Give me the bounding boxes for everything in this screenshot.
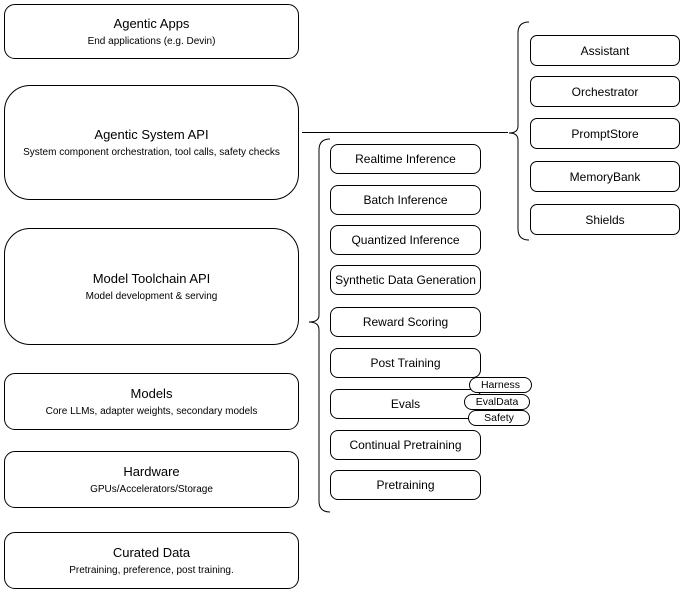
node-label: Shields — [585, 212, 625, 227]
tag-harness: Harness — [469, 377, 532, 393]
node-agentic-apps: Agentic Apps End applications (e.g. Devi… — [4, 4, 299, 59]
node-label: Reward Scoring — [362, 315, 449, 329]
node-title: Curated Data — [112, 544, 191, 560]
node-subtitle: Core LLMs, adapter weights, secondary mo… — [45, 405, 258, 417]
middle-group-bracket — [308, 138, 331, 513]
node-pretraining: Pretraining — [330, 470, 481, 500]
node-title: Model Toolchain API — [92, 270, 211, 286]
node-label: Realtime Inference — [355, 152, 456, 166]
node-title: Agentic Apps — [113, 15, 190, 31]
node-promptstore: PromptStore — [530, 118, 680, 149]
node-title: Hardware — [123, 463, 180, 479]
node-subtitle: GPUs/Accelerators/Storage — [90, 483, 213, 495]
node-batch-inference: Batch Inference — [330, 185, 481, 215]
node-continual-pretraining: Continual Pretraining — [330, 430, 481, 460]
node-assistant: Assistant — [530, 35, 680, 66]
node-label: Evals — [390, 397, 421, 411]
node-label: Synthetic Data Generation — [335, 273, 476, 287]
node-models: Models Core LLMs, adapter weights, secon… — [4, 373, 299, 430]
node-subtitle: System component orchestration, tool cal… — [23, 146, 280, 158]
right-group-bracket — [508, 21, 530, 241]
tag-label: Harness — [480, 379, 521, 391]
node-agentic-system-api: Agentic System API System component orch… — [4, 85, 299, 200]
node-curated-data: Curated Data Pretraining, preference, po… — [4, 532, 299, 589]
node-subtitle: Model development & serving — [85, 290, 218, 302]
node-title: Agentic System API — [94, 126, 209, 142]
node-subtitle: Pretraining, preference, post training. — [69, 564, 234, 576]
node-label: MemoryBank — [569, 169, 641, 184]
node-realtime-inference: Realtime Inference — [330, 144, 481, 174]
node-memorybank: MemoryBank — [530, 161, 680, 192]
node-label: Pretraining — [376, 478, 435, 492]
node-label: PromptStore — [571, 126, 639, 141]
node-label: Continual Pretraining — [349, 438, 462, 452]
node-evals: Evals — [330, 389, 481, 419]
tag-label: Safety — [484, 412, 514, 424]
node-shields: Shields — [530, 204, 680, 235]
node-reward-scoring: Reward Scoring — [330, 307, 481, 337]
node-label: Assistant — [580, 43, 630, 58]
node-label: Quantized Inference — [351, 233, 460, 247]
tag-label: EvalData — [475, 396, 519, 408]
node-quantized-inference: Quantized Inference — [330, 225, 481, 255]
node-subtitle: End applications (e.g. Devin) — [87, 35, 216, 47]
node-title: Models — [130, 385, 173, 401]
node-hardware: Hardware GPUs/Accelerators/Storage — [4, 451, 299, 508]
node-post-training: Post Training — [330, 348, 481, 378]
node-synthetic-data-generation: Synthetic Data Generation — [330, 265, 481, 295]
node-model-toolchain-api: Model Toolchain API Model development & … — [4, 228, 299, 345]
node-orchestrator: Orchestrator — [530, 76, 680, 107]
tag-evaldata: EvalData — [464, 394, 530, 410]
node-label: Post Training — [370, 356, 441, 370]
node-label: Batch Inference — [363, 193, 448, 207]
tag-safety: Safety — [468, 410, 530, 426]
node-label: Orchestrator — [571, 84, 639, 99]
